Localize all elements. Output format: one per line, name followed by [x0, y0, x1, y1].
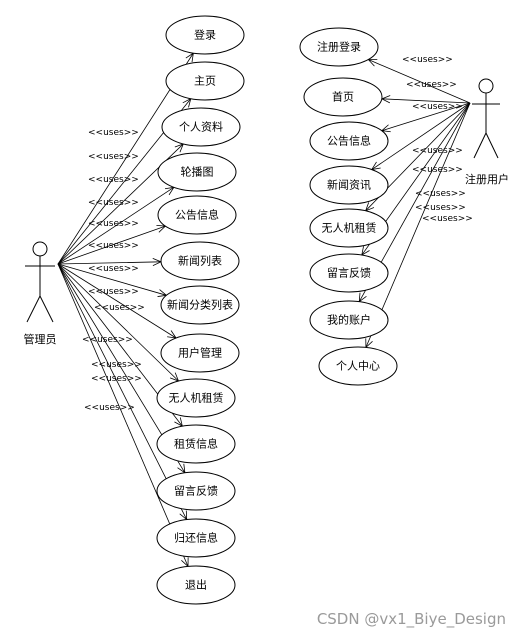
- admin-uses-label-9: <<uses>>: [82, 335, 133, 345]
- admin-uses-label-12: <<uses>>: [84, 403, 135, 413]
- admin-usecase-1-label: 主页: [194, 75, 216, 88]
- admin-usecase-9-label: 租赁信息: [174, 437, 218, 451]
- user-usecase-3[interactable]: 新闻资讯: [309, 165, 389, 205]
- user-usecase-0-ellipse: [299, 27, 379, 67]
- admin-usecase-3-ellipse: [157, 152, 237, 192]
- admin-usecase-7-ellipse: [160, 333, 240, 373]
- admin-actor-label: 管理员: [24, 332, 57, 346]
- admin-usecase-0[interactable]: 登录: [165, 15, 245, 55]
- admin-usecase-6[interactable]: 新闻分类列表: [160, 285, 240, 325]
- admin-usecase-9-ellipse: [156, 424, 236, 464]
- admin-usecase-1-ellipse: [165, 61, 245, 101]
- admin-usecase-12[interactable]: 退出: [156, 565, 236, 605]
- admin-usecase-4[interactable]: 公告信息: [157, 195, 237, 235]
- user-uses-label-0: <<uses>>: [402, 55, 453, 65]
- admin-uses-label-1: <<uses>>: [88, 152, 139, 162]
- user-usecase-6-label: 我的账户: [327, 313, 371, 327]
- admin-usecase-10-ellipse: [156, 471, 236, 511]
- admin-usecase-6-label: 新闻分类列表: [167, 298, 233, 312]
- user-usecase-6[interactable]: 我的账户: [309, 300, 389, 340]
- user-usecase-2-ellipse: [309, 121, 389, 161]
- user-usecase-2[interactable]: 公告信息: [309, 121, 389, 161]
- admin-usecase-5-ellipse: [160, 241, 240, 281]
- admin-uses-label-5: <<uses>>: [88, 241, 139, 251]
- user-usecase-5-ellipse: [309, 253, 389, 293]
- admin-actor: 管理员: [24, 241, 57, 346]
- user-usecase-5-label: 留言反馈: [327, 267, 371, 280]
- admin-usecase-10-label: 留言反馈: [174, 485, 218, 498]
- admin-usecase-11-ellipse: [156, 518, 236, 558]
- admin-usecase-11[interactable]: 归还信息: [156, 518, 236, 558]
- user-uses-label-7: <<uses>>: [422, 214, 473, 224]
- user-uses-label-2: <<uses>>: [412, 102, 463, 112]
- user-uses-label-3: <<uses>>: [412, 146, 463, 156]
- user-usecase-3-ellipse: [309, 165, 389, 205]
- user-usecase-0[interactable]: 注册登录: [299, 27, 379, 67]
- admin-usecase-5-label: 新闻列表: [178, 254, 222, 268]
- user-uses-label-5: <<uses>>: [415, 189, 466, 199]
- admin-usecase-7[interactable]: 用户管理: [160, 333, 240, 373]
- admin-usecase-12-ellipse: [156, 565, 236, 605]
- user-usecase-1-label: 首页: [332, 90, 354, 104]
- user-uses-label-1: <<uses>>: [406, 80, 457, 90]
- admin-usecase-8-label: 无人机租赁: [169, 391, 224, 405]
- admin-usecase-10[interactable]: 留言反馈: [156, 471, 236, 511]
- user-usecase-6-ellipse: [309, 300, 389, 340]
- admin-usecase-5[interactable]: 新闻列表: [160, 241, 240, 281]
- admin-uses-label-3: <<uses>>: [88, 198, 139, 208]
- user-usecase-7-label: 个人中心: [336, 360, 380, 373]
- user-uses-label-6: <<uses>>: [415, 203, 466, 213]
- admin-usecase-2[interactable]: 个人资料: [161, 107, 241, 147]
- admin-usecase-11-label: 归还信息: [174, 531, 218, 545]
- admin-usecase-4-ellipse: [157, 195, 237, 235]
- admin-assoc-7: [57, 263, 177, 339]
- user-usecase-3-label: 新闻资讯: [327, 178, 371, 192]
- admin-usecase-0-ellipse: [165, 15, 245, 55]
- admin-uses-label-7: <<uses>>: [88, 287, 139, 297]
- user-usecase-0-label: 注册登录: [317, 40, 361, 54]
- watermark: CSDN @vx1_Biye_Design: [317, 610, 506, 629]
- user-usecase-5[interactable]: 留言反馈: [309, 253, 389, 293]
- user-usecase-2-label: 公告信息: [327, 134, 371, 148]
- admin-uses-label-8: <<uses>>: [94, 303, 145, 313]
- admin-usecase-9[interactable]: 租赁信息: [156, 424, 236, 464]
- user-usecase-7[interactable]: 个人中心: [318, 346, 398, 386]
- admin-usecase-2-ellipse: [161, 107, 241, 147]
- user-usecase-4[interactable]: 无人机租赁: [309, 208, 389, 248]
- admin-usecase-7-label: 用户管理: [178, 346, 222, 360]
- admin-usecase-3[interactable]: 轮播图: [157, 152, 237, 192]
- admin-uses-label-10: <<uses>>: [91, 360, 142, 370]
- user-actor: 注册用户: [465, 78, 509, 186]
- admin-usecase-4-label: 公告信息: [175, 208, 219, 222]
- admin-uses-label-0: <<uses>>: [88, 128, 139, 138]
- user-usecase-1-ellipse: [303, 77, 383, 117]
- admin-uses-label-4: <<uses>>: [88, 219, 139, 229]
- user-uses-label-4: <<uses>>: [412, 165, 463, 175]
- admin-uses-label-2: <<uses>>: [88, 175, 139, 185]
- user-usecase-1[interactable]: 首页: [303, 77, 383, 117]
- admin-usecase-8-ellipse: [156, 378, 236, 418]
- admin-usecase-2-label: 个人资料: [179, 120, 223, 134]
- user-usecase-4-ellipse: [309, 208, 389, 248]
- admin-usecase-12-label: 退出: [185, 578, 207, 592]
- admin-usecase-6-ellipse: [160, 285, 240, 325]
- admin-usecase-1[interactable]: 主页: [165, 61, 245, 101]
- admin-uses-label-11: <<uses>>: [91, 374, 142, 384]
- admin-usecase-8[interactable]: 无人机租赁: [156, 378, 236, 418]
- admin-uses-label-6: <<uses>>: [88, 264, 139, 274]
- user-actor-label: 注册用户: [465, 172, 509, 186]
- admin-usecase-0-label: 登录: [194, 28, 216, 42]
- admin-usecase-3-label: 轮播图: [181, 165, 214, 179]
- user-usecase-7-ellipse: [318, 346, 398, 386]
- user-usecase-4-label: 无人机租赁: [322, 221, 377, 235]
